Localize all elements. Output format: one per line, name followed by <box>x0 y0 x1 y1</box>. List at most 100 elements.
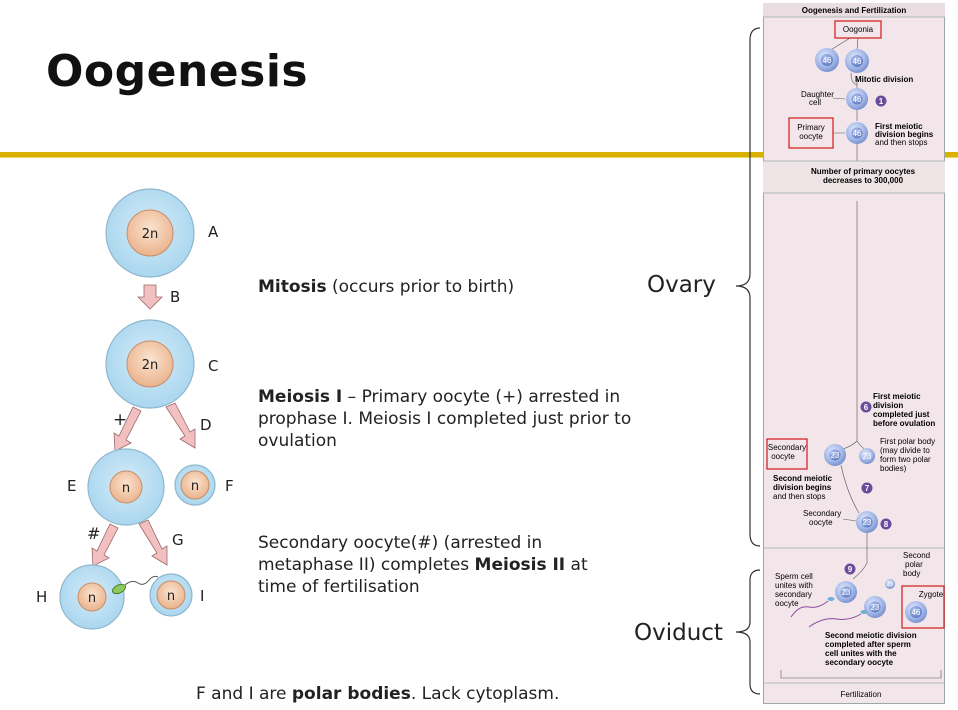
svg-text:46: 46 <box>823 56 832 65</box>
svg-text:Primary: Primary <box>797 123 825 132</box>
meiosis1-desc: – Primary oocyte (+) arrested in prophas… <box>258 387 632 451</box>
label-plus: + <box>113 410 127 430</box>
svg-text:secondary: secondary <box>775 590 812 599</box>
svg-text:Daughter: Daughter <box>801 90 834 99</box>
svg-text:23: 23 <box>842 588 851 597</box>
zygote-precursor-cell: 23 <box>864 596 886 618</box>
fertilized-oocyte-cell: 23 <box>835 581 857 603</box>
footer-post: . Lack cytoplasm. <box>410 684 560 704</box>
svg-text:division begins: division begins <box>773 483 832 492</box>
svg-text:form two polar: form two polar <box>880 455 931 464</box>
svg-text:Secondary: Secondary <box>803 509 841 518</box>
svg-text:division begins: division begins <box>875 130 934 139</box>
svg-text:7: 7 <box>865 484 870 493</box>
step-7-badge: 7 <box>861 482 873 494</box>
ovary-label: Ovary <box>647 272 716 298</box>
step-9-badge: 9 <box>844 563 856 575</box>
meiosis2-desc-post: at time of fertilisation <box>258 555 588 597</box>
svg-text:cell unites with the: cell unites with the <box>825 649 897 658</box>
svg-text:completed after sperm: completed after sperm <box>825 640 911 649</box>
svg-text:46: 46 <box>853 129 862 138</box>
mitosis-term: Mitosis <box>258 277 327 297</box>
svg-text:cell: cell <box>809 98 821 107</box>
svg-text:Secondary: Secondary <box>768 443 806 452</box>
svg-text:23: 23 <box>871 603 880 612</box>
meiosis1-text: Meiosis I – Primary oocyte (+) arrested … <box>258 386 656 452</box>
arrow-c-to-e <box>113 406 142 452</box>
sperm-icon <box>112 575 159 595</box>
footer-pre: F and I are <box>196 684 292 704</box>
zygote-box <box>901 585 945 629</box>
accent-rule-shadow <box>0 157 958 158</box>
mitosis-desc: (occurs prior to birth) <box>326 277 515 297</box>
cell-f-ploidy: n <box>191 479 199 494</box>
svg-text:6: 6 <box>864 403 869 412</box>
svg-text:1: 1 <box>879 97 884 106</box>
meiosis2-term: Meiosis II <box>474 555 566 575</box>
svg-text:46: 46 <box>853 95 862 104</box>
secondary-oocyte-cell: 23 <box>824 444 846 466</box>
svg-text:division: division <box>873 401 903 410</box>
mitotic-label: Mitotic division <box>855 75 913 84</box>
fertilization-label: Fertilization <box>841 690 882 699</box>
oogonia-cell-1: 46 <box>815 48 839 72</box>
secondary-oocyte-metaphase: 23 <box>856 511 878 533</box>
svg-text:46: 46 <box>912 608 921 617</box>
region-braces <box>735 27 761 695</box>
oogonia-label: Oogonia <box>843 25 874 34</box>
cell-c: 2n <box>105 319 195 409</box>
cell-c-ploidy: 2n <box>142 358 159 373</box>
arrow-c-to-f <box>165 402 196 449</box>
svg-text:and then stops: and then stops <box>875 138 927 147</box>
label-f: F <box>225 477 234 495</box>
svg-text:Second meiotic division: Second meiotic division <box>825 631 917 640</box>
sperm-icon-small-2 <box>808 610 868 628</box>
zygote-cell: 46 <box>905 601 927 623</box>
step-1-badge: 1 <box>875 95 887 107</box>
step-8-badge: 8 <box>880 518 892 530</box>
svg-text:23: 23 <box>887 582 894 588</box>
arrow-e-to-i <box>138 519 168 566</box>
daughter-cell: 46 <box>846 88 868 110</box>
svg-text:body: body <box>903 569 920 578</box>
primary-oocyte-cell: 46 <box>846 122 868 144</box>
meiosis1-term: Meiosis I <box>258 387 343 407</box>
meiosis2-desc-pre: Secondary oocyte(#) (arrested in metapha… <box>258 533 543 575</box>
cell-e: n <box>87 448 165 526</box>
cell-h-ploidy: n <box>88 591 96 606</box>
svg-text:8: 8 <box>884 520 889 529</box>
label-i: I <box>200 587 204 605</box>
footer-term: polar bodies <box>291 684 411 704</box>
cell-f: n <box>174 464 216 506</box>
sperm-icon-small <box>790 597 835 618</box>
label-a: A <box>208 223 219 241</box>
svg-text:oocyte: oocyte <box>799 132 823 141</box>
oogenesis-schematic: 2n A B 2n C + D n E n F # G n H <box>36 188 234 630</box>
accent-rule <box>0 152 958 158</box>
svg-text:23: 23 <box>831 451 840 460</box>
label-g: G <box>172 531 184 549</box>
svg-text:23: 23 <box>863 518 872 527</box>
cell-a-ploidy: 2n <box>142 227 159 242</box>
svg-text:and then stops: and then stops <box>773 492 825 501</box>
cell-i-ploidy: n <box>167 589 175 604</box>
label-hash: # <box>87 524 100 543</box>
figure-title: Oogenesis and Fertilization <box>802 6 907 15</box>
svg-text:oocyte: oocyte <box>771 452 795 461</box>
svg-text:oocyte: oocyte <box>775 599 799 608</box>
number-note-2: decreases to 300,000 <box>823 176 904 185</box>
number-note-1: Number of primary oocytes <box>811 167 916 176</box>
cell-a: 2n <box>105 188 195 278</box>
cell-e-ploidy: n <box>122 481 130 496</box>
svg-text:First meiotic: First meiotic <box>875 122 923 131</box>
svg-text:First meiotic: First meiotic <box>873 392 921 401</box>
svg-text:completed just: completed just <box>873 410 930 419</box>
svg-text:(may divide to: (may divide to <box>880 446 930 455</box>
svg-text:polar: polar <box>905 560 923 569</box>
cell-h: n <box>59 564 125 630</box>
svg-text:9: 9 <box>848 565 853 574</box>
label-d: D <box>200 416 212 434</box>
label-b: B <box>170 288 180 306</box>
oogenesis-figure: Oogenesis and Fertilization Oogonia 46 4… <box>763 3 945 699</box>
arrow-e-to-h <box>91 523 119 567</box>
